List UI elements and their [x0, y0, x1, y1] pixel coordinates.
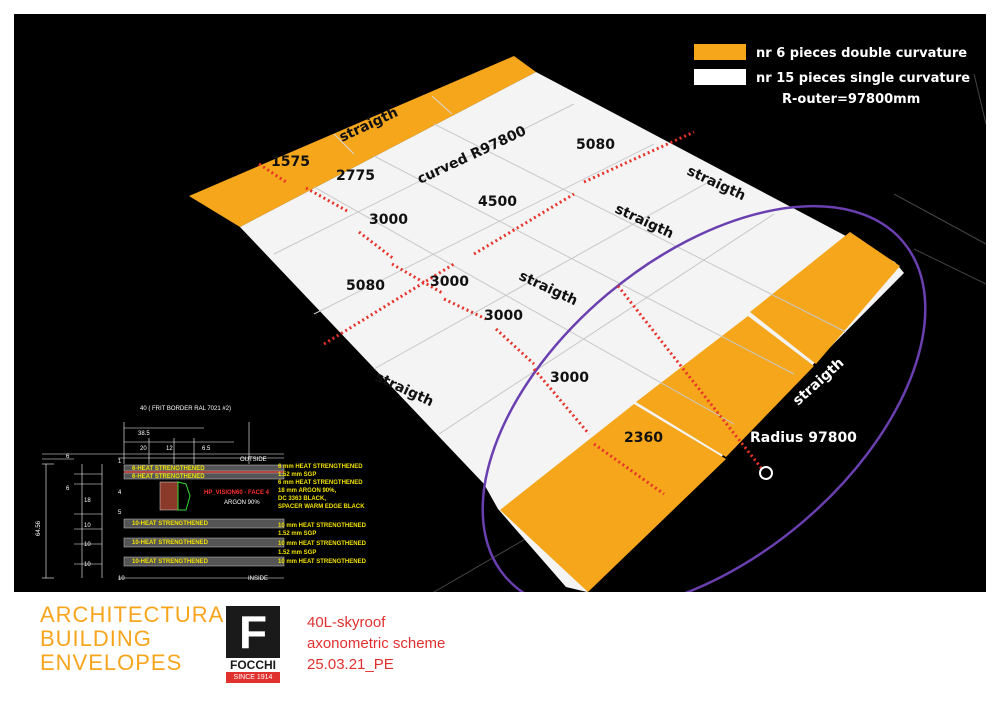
roof-diagram: straigth curved R97800 straigth straigth… — [14, 14, 986, 592]
spec-line-10: 10 mm HEAT STRENGTHENED — [278, 559, 367, 565]
spec-line-4: DC 3363 BLACK, — [278, 496, 326, 502]
drawing-title: 40L-skyroof — [307, 614, 386, 631]
section-inside: INSIDE — [248, 576, 268, 582]
spec-line-2: 6 mm HEAT STRENGTHENED — [278, 480, 363, 486]
section-dim-2: 12 — [166, 446, 173, 452]
dim-2775: 2775 — [336, 168, 375, 184]
layer-label-3: 10-HEAT STRENGTHENED — [132, 540, 209, 546]
background-lines — [433, 73, 986, 592]
legend-label-single: nr 15 pieces single curvature — [756, 71, 970, 86]
dim-2360: 2360 — [624, 430, 663, 446]
legend-note: R-outer=97800mm — [782, 92, 920, 107]
legend: nr 6 pieces double curvature nr 15 piece… — [694, 44, 970, 107]
top-orange-strip — [189, 56, 536, 227]
legend-swatch-orange — [694, 44, 746, 60]
dimension-lines — [258, 130, 764, 496]
drawing-date: 25.03.21_PE — [307, 656, 394, 673]
radius-label: Radius 97800 — [750, 430, 857, 446]
section-dim-0: 38.5 — [138, 431, 150, 437]
spec-line-0: 6 mm HEAT STRENGTHENED — [278, 464, 363, 470]
footer: ARCHITECTURAL BUILDING ENVELOPES F FOCCH… — [0, 592, 1000, 707]
spec-line-8: 10 mm HEAT STRENGTHENED — [278, 541, 367, 547]
logo-name: FOCCHI — [230, 658, 276, 672]
double-curvature-ellipse — [481, 204, 927, 592]
layer-label-0: 6-HEAT STRENGTHENED — [132, 466, 205, 472]
orange-panel-bottom — [500, 404, 726, 592]
spec-line-3: 18 mm ARGON 90%, — [278, 488, 336, 494]
logo-letter: F — [226, 606, 280, 658]
dim-5080-top: 5080 — [576, 137, 615, 153]
section-dim-1: 20 — [140, 446, 147, 452]
logo-since: SINCE 1914 — [226, 672, 280, 683]
section-left-18: 18 — [84, 498, 91, 504]
glass-section-detail: 40 ( FRIT BORDER RAL 7021 #2) — [36, 406, 367, 582]
layer-label-1: 6-HEAT STRENGTHENED — [132, 474, 205, 480]
dim-3000-d: 3000 — [550, 370, 589, 386]
dim-4500: 4500 — [478, 194, 517, 210]
radius-center-marker — [759, 466, 773, 480]
white-surface — [240, 72, 904, 592]
dim-5080-left: 5080 — [346, 278, 385, 294]
orange-panel-mid — [636, 316, 814, 457]
section-left-10a: 10 — [84, 523, 91, 529]
section-total: 64.56 — [36, 520, 42, 536]
drawing-subtitle: axonometric scheme — [307, 635, 446, 652]
brand-line-3: ENVELOPES — [40, 650, 183, 675]
section-outside: OUTSIDE — [240, 457, 267, 463]
section-left-10b: 10 — [84, 542, 91, 548]
dim-3000-a: 3000 — [369, 212, 408, 228]
section-mark-5: 5 — [118, 510, 122, 516]
section-left-6b: 6 — [66, 486, 70, 492]
spec-line-1: 1.52 mm SGP — [278, 472, 316, 478]
layer-label-2: 10-HEAT STRENGTHENED — [132, 521, 209, 527]
legend-swatch-white — [694, 69, 746, 85]
layer-label-4: 10-HEAT STRENGTHENED — [132, 559, 209, 565]
section-argon: ARGON 90% — [224, 500, 260, 506]
dim-3000-c: 3000 — [484, 308, 523, 324]
spec-line-9: 1.52 mm SGP — [278, 550, 316, 556]
legend-label-double: nr 6 pieces double curvature — [756, 46, 967, 61]
brand-line-2: BUILDING — [40, 626, 152, 651]
roof — [189, 56, 904, 592]
dim-1575: 1575 — [271, 154, 310, 170]
dim-3000-b: 3000 — [430, 274, 469, 290]
spec-line-5: SPACER WARM EDGE BLACK — [278, 504, 365, 510]
focchi-logo: F FOCCHI SINCE 1914 — [226, 606, 280, 684]
spec-line-6: 10 mm HEAT STRENGTHENED — [278, 523, 367, 529]
section-mark-1: 1 — [118, 459, 122, 465]
section-dim-3: 6.5 — [202, 446, 211, 452]
section-left-6a: 6 — [66, 454, 70, 460]
section-mark-10: 10 — [118, 576, 125, 582]
section-coating: HP_VISION60 - FACE 4 — [204, 490, 270, 496]
section-left-10c: 10 — [84, 562, 91, 568]
spec-line-7: 1.52 mm SGP — [278, 531, 316, 537]
section-mark-4: 4 — [118, 490, 122, 496]
brand-line-1: ARCHITECTURAL — [40, 602, 238, 627]
panel-grid — [273, 103, 847, 435]
section-title: 40 ( FRIT BORDER RAL 7021 #2) — [140, 406, 231, 412]
orange-panel-top — [750, 232, 900, 364]
